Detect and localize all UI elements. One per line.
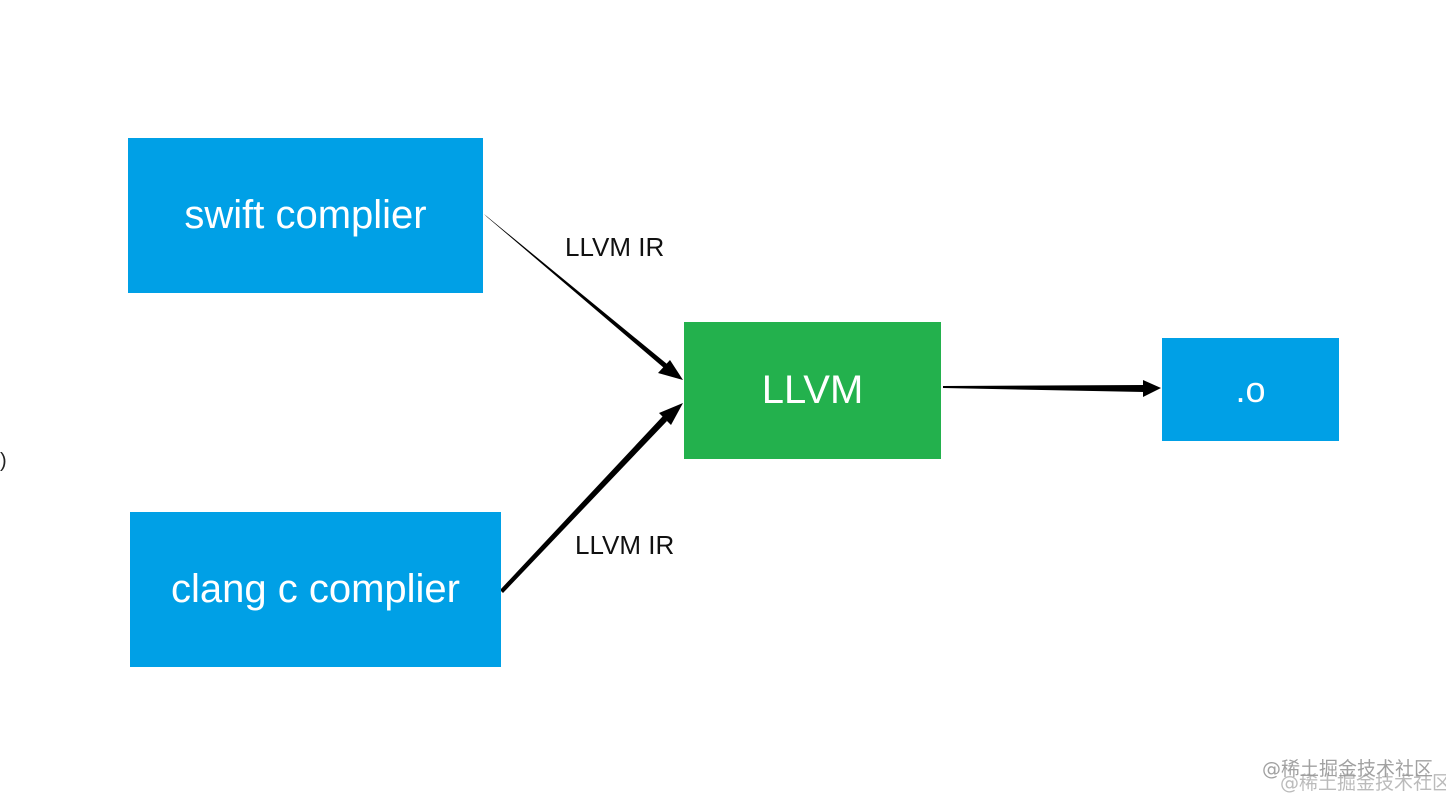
object-file-label: .o <box>1235 368 1266 410</box>
swift-compiler-label: swift complier <box>184 193 427 237</box>
arrow-llvm-to-obj <box>943 385 1145 392</box>
arrow-clang-to-llvm <box>500 416 667 593</box>
swift-compiler-node: swift complier <box>128 138 483 293</box>
llvm-label: LLVM <box>761 368 864 412</box>
object-file-node: .o <box>1162 338 1339 441</box>
clang-compiler-node: clang c complier <box>130 512 501 667</box>
clang-compiler-label: clang c complier <box>170 567 460 611</box>
arrowhead-clang-to-llvm <box>659 403 683 425</box>
edge-label-clang-ir: LLVM IR <box>575 530 675 560</box>
watermark-text-shadow: @稀土掘金技术社区 <box>1280 772 1446 794</box>
edge-label-swift-ir: LLVM IR <box>565 232 665 262</box>
llvm-node: LLVM <box>684 322 941 459</box>
stray-parenthesis: ) <box>0 450 7 472</box>
arrowhead-swift-to-llvm <box>658 360 683 380</box>
arrow-swift-to-llvm <box>484 214 667 368</box>
watermark-text: @稀土掘金技术社区 <box>1262 758 1434 780</box>
arrowhead-llvm-to-obj <box>1143 380 1161 397</box>
